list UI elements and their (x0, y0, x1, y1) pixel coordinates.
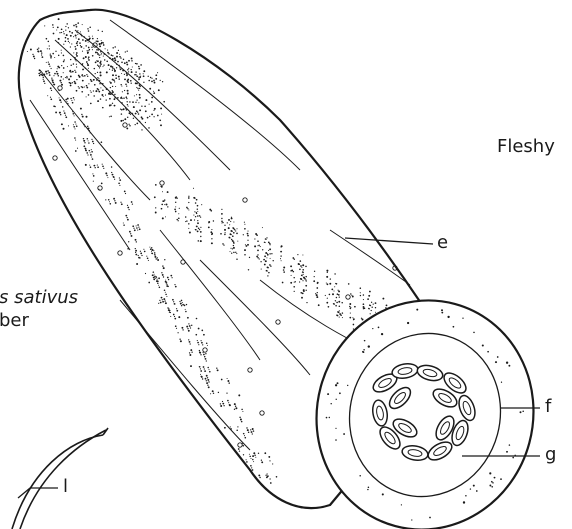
title-partial: Fleshy (497, 136, 555, 157)
species-caption-line1: s sativus (0, 287, 78, 308)
species-name: s sativus (0, 287, 78, 308)
label-g: g (545, 444, 556, 465)
label-f: f (545, 396, 551, 417)
strand (12, 428, 108, 529)
label-e: e (437, 232, 448, 253)
label-l: l (63, 476, 68, 497)
species-caption-line2: ber (0, 310, 29, 331)
